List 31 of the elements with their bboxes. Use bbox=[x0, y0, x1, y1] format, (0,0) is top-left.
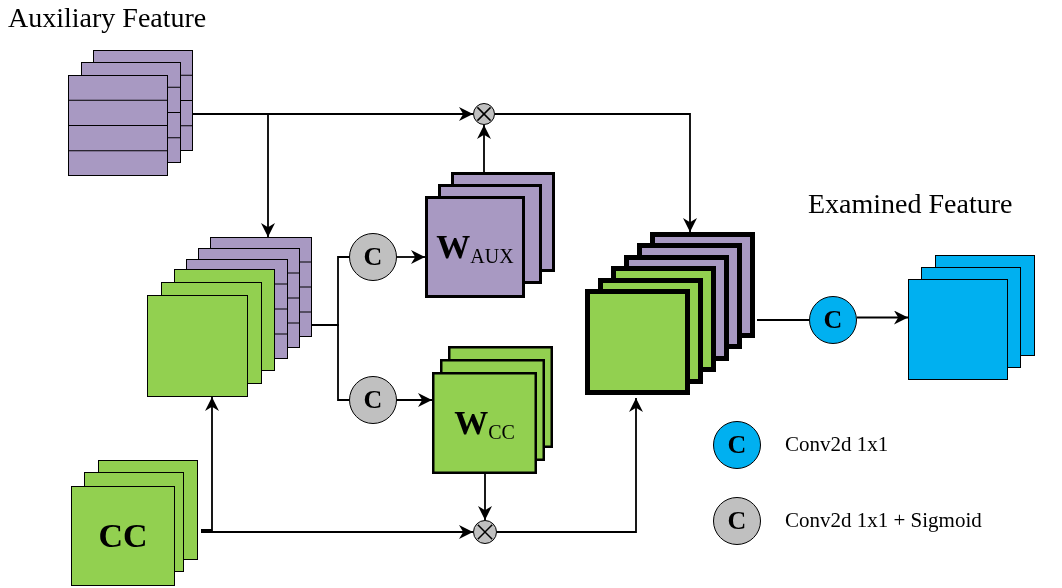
feature-title: Auxiliary Feature bbox=[8, 4, 207, 32]
arrow bbox=[477, 124, 491, 173]
stack-label: CC bbox=[98, 519, 148, 553]
arrow bbox=[396, 393, 433, 407]
legend-text: Conv2d 1x1 + Sigmoid bbox=[785, 507, 982, 535]
arrow bbox=[494, 113, 697, 233]
legend-symbol-label: C bbox=[727, 508, 747, 534]
feature-map-stack bbox=[425, 172, 555, 298]
arrow bbox=[200, 525, 474, 539]
feature-map-stack bbox=[71, 460, 201, 587]
arrow bbox=[478, 473, 492, 521]
multiply-symbol bbox=[473, 103, 495, 125]
feature-map-stack bbox=[432, 346, 553, 474]
feature-map-stack bbox=[68, 50, 193, 176]
stack-label: W$_{CC}$ bbox=[454, 406, 515, 440]
feature-title: Examined Feature bbox=[808, 190, 1013, 218]
conv-label: C bbox=[363, 244, 383, 270]
feature-map-stack bbox=[585, 232, 757, 398]
stack-label: W$_{AUX}$ bbox=[436, 230, 514, 264]
conv-label: C bbox=[363, 387, 383, 413]
arrow bbox=[396, 250, 426, 264]
arrow bbox=[856, 310, 909, 325]
conv-label: C bbox=[823, 307, 843, 333]
arrow bbox=[192, 113, 275, 238]
feature-map-stack bbox=[908, 255, 1035, 380]
legend-text: Conv2d 1x1 bbox=[785, 431, 889, 459]
arrow bbox=[496, 397, 643, 533]
multiply-symbol bbox=[473, 520, 497, 544]
legend-symbol-label: C bbox=[727, 432, 747, 458]
feature-map-stack bbox=[147, 237, 312, 397]
arrow bbox=[200, 396, 219, 531]
